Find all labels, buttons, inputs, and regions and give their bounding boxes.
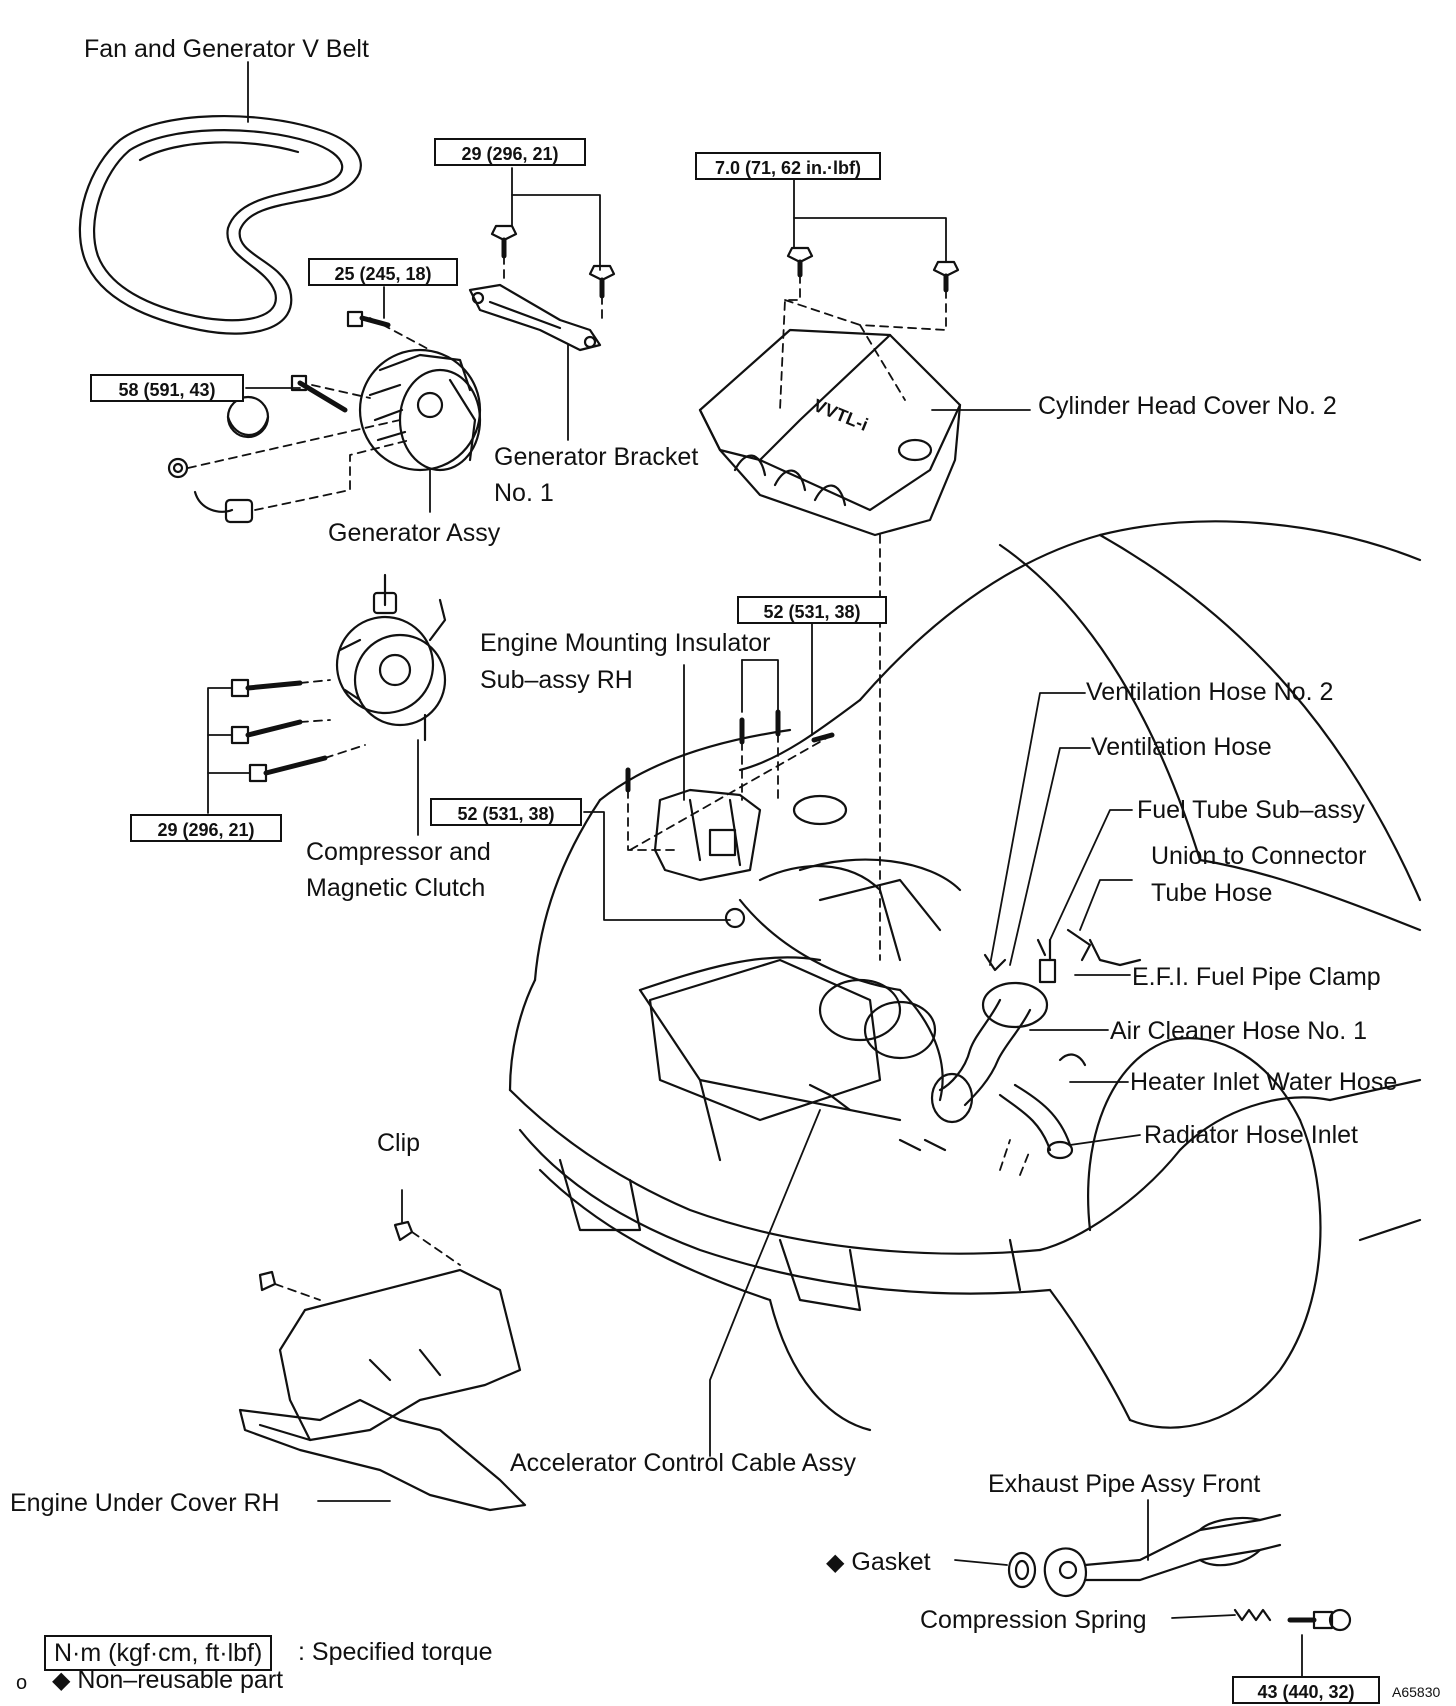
generator-assy-label: Generator Assy <box>328 519 501 547</box>
engine-block-drawing <box>648 865 942 1122</box>
legend-torque-unit: N·m (kgf·cm, ft·lbf) <box>44 1635 273 1671</box>
exhaust-pipe-label: Exhaust Pipe Assy Front <box>988 1470 1261 1498</box>
torque-generator-top: 25 (245, 18) <box>308 258 458 286</box>
legend-nonreusable-text: Non–reusable part <box>77 1666 284 1694</box>
figure-id: A65830 <box>1392 1684 1441 1700</box>
compressor-bolts <box>230 678 328 783</box>
assembly-lines <box>187 255 1031 1301</box>
legend-torque-description: : Specified torque <box>298 1638 493 1666</box>
hoses-drawing <box>808 928 1142 1160</box>
ventilation-hose-2-label: Ventilation Hose No. 2 <box>1086 678 1334 706</box>
cylinder-head-cover-drawing <box>698 328 962 537</box>
leader-lines <box>207 61 1303 1700</box>
fan-belt-label: Fan and Generator V Belt <box>84 35 369 63</box>
torque-mount-top: 52 (531, 38) <box>737 596 887 624</box>
union-connector-label-line2: Tube Hose <box>1151 879 1273 907</box>
torque-cover: 7.0 (71, 62 in.·lbf) <box>695 152 881 180</box>
compressor-label: Compressor and <box>306 838 491 866</box>
gasket-text: Gasket <box>851 1548 931 1576</box>
legend-diamond-icon: ◆ <box>52 1667 71 1694</box>
accelerator-cable-label: Accelerator Control Cable Assy <box>510 1449 856 1477</box>
torque-generator-left: 58 (591, 43) <box>90 374 244 402</box>
union-connector-label: Union to Connector <box>1151 842 1367 870</box>
air-cleaner-hose-label: Air Cleaner Hose No. 1 <box>1110 1017 1368 1045</box>
compressor-drawing <box>335 573 447 742</box>
ventilation-hose-label: Ventilation Hose <box>1091 733 1272 761</box>
under-cover-drawing <box>238 1220 527 1512</box>
fuel-tube-label: Fuel Tube Sub–assy <box>1137 796 1365 824</box>
generator-bracket-label-line2: No. 1 <box>494 479 554 507</box>
heater-hose-label: Heater Inlet Water Hose <box>1130 1068 1398 1096</box>
exhaust-pipe-drawing <box>1007 1513 1352 1632</box>
fan-belt-drawing <box>78 114 362 335</box>
engine-mount-label: Engine Mounting Insulator <box>480 629 771 657</box>
clip-label: Clip <box>377 1129 421 1157</box>
cylinder-head-cover-label: Cylinder Head Cover No. 2 <box>1038 392 1337 420</box>
generator-bracket-label: Generator Bracket <box>494 443 699 471</box>
efi-clamp-label: E.F.I. Fuel Pipe Clamp <box>1132 963 1381 991</box>
radiator-hose-label: Radiator Hose Inlet <box>1144 1121 1359 1149</box>
cover-bolts <box>490 224 960 299</box>
compressor-label-line2: Magnetic Clutch <box>306 874 486 902</box>
legend-nonreusable: ◆ Non–reusable part <box>52 1664 283 1697</box>
engine-mount-drawing <box>625 709 835 929</box>
under-cover-label: Engine Under Cover RH <box>10 1489 280 1517</box>
engine-mount-label-line2: Sub–assy RH <box>480 666 633 694</box>
torque-bracket: 29 (296, 21) <box>434 138 586 166</box>
generator-bracket-drawing <box>468 283 602 352</box>
generator-fasteners <box>167 310 391 524</box>
compression-spring-label: Compression Spring <box>920 1606 1147 1634</box>
legend-page-mark: o <box>16 1672 28 1694</box>
torque-compressor: 29 (296, 21) <box>130 814 282 842</box>
generator-drawing <box>358 348 482 472</box>
non-reusable-icon: ◆ <box>826 1549 845 1576</box>
car-body-drawing <box>508 520 1422 1432</box>
torque-mount-left: 52 (531, 38) <box>430 798 582 826</box>
gasket-label: ◆ Gasket <box>826 1546 931 1579</box>
